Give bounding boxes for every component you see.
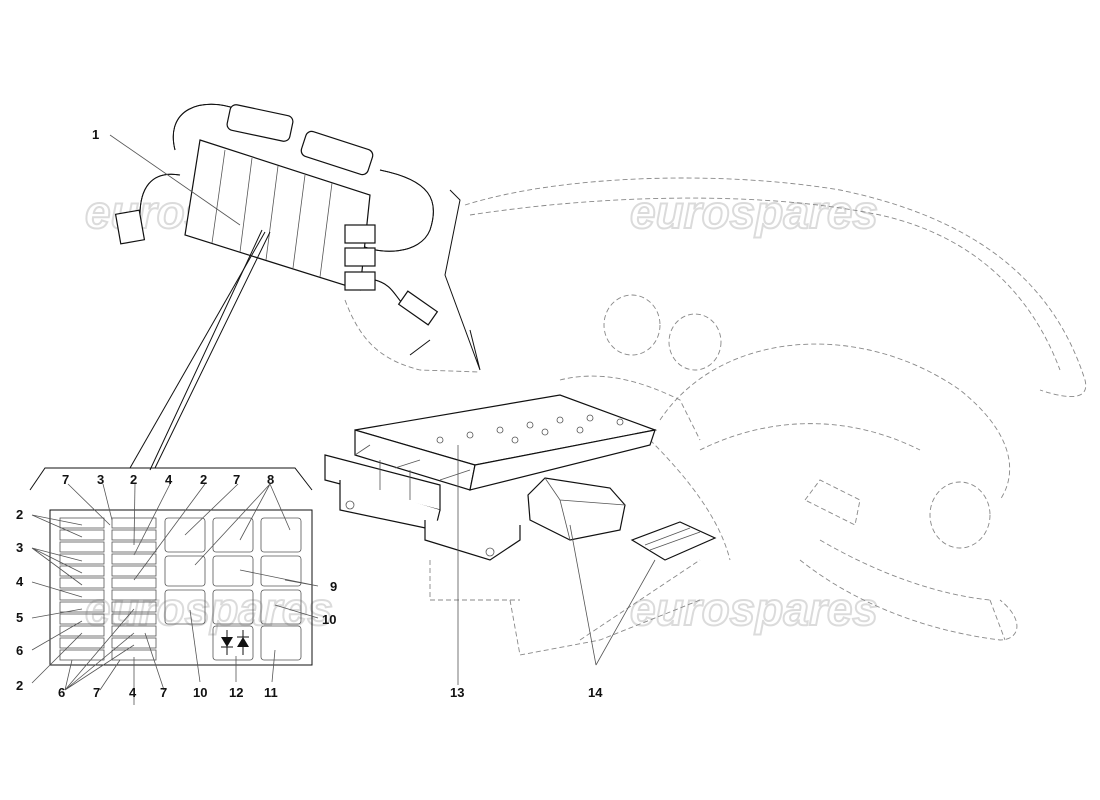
dashboard-outline	[344, 177, 1087, 656]
callout-labels: 1 7 3 2 4 2 7 8 2 3 4 5 6 2 6 7 4 7 10 1…	[16, 127, 603, 700]
callout-7-top: 7	[62, 472, 69, 487]
callout-9: 9	[330, 579, 337, 594]
mounting-bracket	[324, 189, 658, 561]
callout-10-right: 10	[322, 612, 336, 627]
callout-6-bottom: 6	[58, 685, 65, 700]
watermark-bottom-right: eurospares	[630, 583, 878, 635]
fuse-relay-box	[114, 103, 439, 356]
callout-12: 12	[229, 685, 243, 700]
callout-3-top: 3	[97, 472, 104, 487]
callout-8: 8	[267, 472, 274, 487]
callout-7-top-b: 7	[233, 472, 240, 487]
callout-4-top: 4	[165, 472, 173, 487]
callout-10-bottom: 10	[193, 685, 207, 700]
diode-symbols	[221, 630, 249, 655]
callout-4-bottom: 4	[129, 685, 137, 700]
callout-4-left: 4	[16, 574, 24, 589]
control-modules	[527, 477, 717, 561]
callout-2-top: 2	[130, 472, 137, 487]
callout-2-bottom: 2	[16, 678, 23, 693]
callout-5: 5	[16, 610, 23, 625]
callout-7-bottom: 7	[93, 685, 100, 700]
leader-lines	[31, 134, 656, 705]
callout-14: 14	[588, 685, 603, 700]
callout-7-bottom-b: 7	[160, 685, 167, 700]
fuse-layout-panel	[29, 134, 656, 705]
relay-grid	[164, 517, 302, 661]
callout-3-left: 3	[16, 540, 23, 555]
callout-13: 13	[450, 685, 464, 700]
callout-2-left: 2	[16, 507, 23, 522]
watermark-bottom-left: eurospares	[85, 583, 333, 635]
callout-11: 11	[264, 685, 278, 700]
callout-2-top-b: 2	[200, 472, 207, 487]
callout-6-left: 6	[16, 643, 23, 658]
bracket-studs	[436, 414, 624, 444]
callout-1: 1	[92, 127, 99, 142]
watermark-top-right: eurospares	[630, 186, 878, 238]
